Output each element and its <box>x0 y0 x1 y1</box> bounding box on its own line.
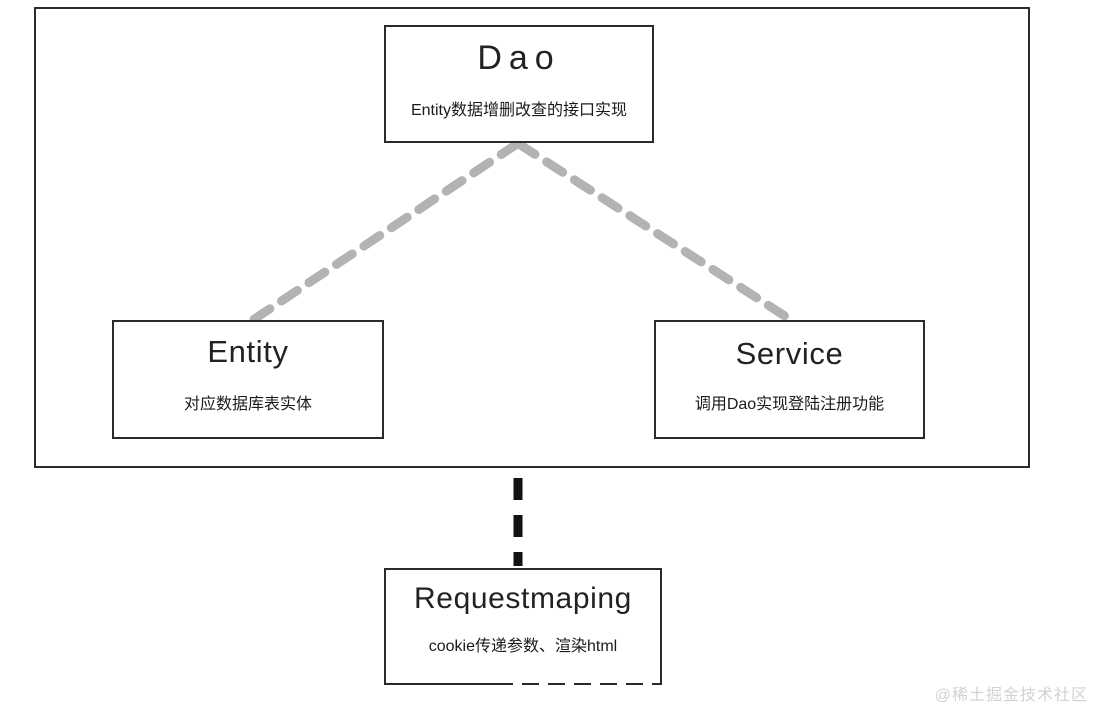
node-service-title: Service <box>735 336 844 371</box>
node-dao[interactable]: Dao Entity数据增删改查的接口实现 <box>384 25 654 143</box>
watermark: @稀土掘金技术社区 <box>934 687 1088 704</box>
connector-dao-to-entity <box>248 139 522 325</box>
node-service-subtitle: 调用Dao实现登陆注册功能 <box>694 395 885 413</box>
node-requestmaping-title: Requestmaping <box>414 582 632 615</box>
connector-dao-to-service <box>514 139 796 325</box>
backend-layer-group <box>34 7 1030 468</box>
node-entity-subtitle: 对应数据库表实体 <box>183 395 312 413</box>
node-dao-subtitle: Entity数据增删改查的接口实现 <box>410 101 628 119</box>
node-requestmaping[interactable]: Requestmaping cookie传递参数、渲染html <box>384 568 662 685</box>
node-service[interactable]: Service 调用Dao实现登陆注册功能 <box>654 320 925 439</box>
requestmaping-bottom-border-dashed <box>496 683 662 685</box>
node-entity[interactable]: Entity 对应数据库表实体 <box>112 320 384 439</box>
requestmaping-bottom-border-solid <box>384 683 496 685</box>
node-entity-title: Entity <box>207 334 289 369</box>
node-dao-title: Dao <box>477 39 561 77</box>
node-requestmaping-subtitle: cookie传递参数、渲染html <box>428 637 618 655</box>
